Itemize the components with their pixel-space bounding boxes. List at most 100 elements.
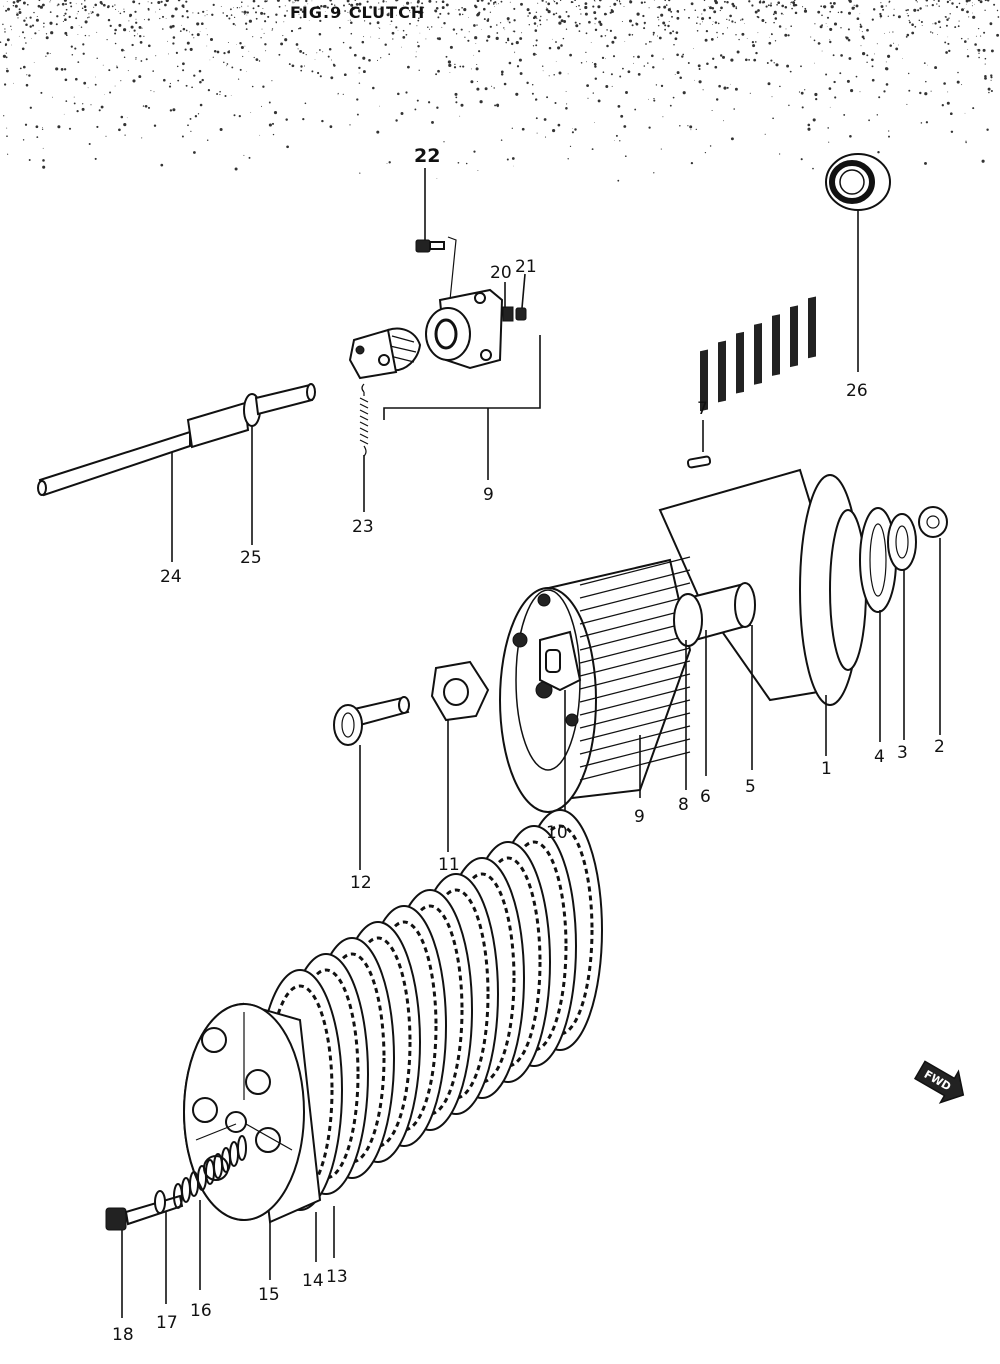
noise-speck — [348, 3, 351, 6]
callout-6: 6 — [700, 787, 711, 807]
noise-speck — [513, 19, 516, 22]
noise-speck — [902, 58, 903, 60]
noise-speck — [82, 43, 85, 46]
noise-speck — [990, 89, 993, 93]
noise-speck — [848, 57, 852, 60]
noise-speck — [710, 38, 714, 41]
spring-coil — [181, 1177, 191, 1203]
noise-speck — [883, 90, 886, 93]
noise-speck — [10, 25, 12, 27]
noise-speck — [619, 75, 622, 78]
noise-speck — [981, 159, 985, 163]
noise-speck — [350, 21, 353, 25]
noise-speck — [2, 54, 6, 58]
noise-speck — [498, 3, 500, 5]
noise-speck — [946, 18, 949, 21]
noise-speck — [526, 8, 530, 12]
noise-speck — [866, 54, 869, 57]
noise-speck — [417, 11, 421, 14]
noise-speck — [800, 158, 803, 161]
noise-speck — [729, 14, 732, 18]
noise-speck — [931, 3, 934, 7]
noise-speck — [417, 44, 420, 48]
noise-speck — [972, 107, 975, 110]
noise-speck — [968, 0, 971, 2]
noise-speck — [206, 45, 208, 47]
noise-speck — [565, 107, 568, 110]
noise-speck — [726, 0, 729, 4]
noise-speck — [96, 31, 98, 33]
noise-speck — [416, 25, 418, 27]
noise-speck — [320, 5, 323, 8]
noise-speck — [94, 83, 97, 86]
noise-speck — [244, 13, 246, 15]
noise-speck — [613, 36, 617, 40]
noise-speck — [216, 93, 219, 95]
noise-speck — [557, 123, 561, 127]
noise-speck — [192, 12, 194, 14]
noise-speck — [64, 18, 67, 22]
part-bolt — [105, 1194, 184, 1231]
noise-speck — [733, 108, 735, 110]
noise-speck — [45, 55, 47, 57]
noise-speck — [395, 119, 398, 122]
noise-speck — [709, 145, 712, 147]
noise-speck — [984, 0, 987, 2]
noise-speck — [476, 13, 479, 17]
noise-speck — [974, 43, 977, 46]
noise-speck — [553, 0, 554, 1]
scan-noise — [0, 0, 1000, 182]
noise-speck — [230, 95, 232, 96]
noise-speck — [593, 62, 597, 66]
noise-speck — [42, 3, 45, 7]
noise-speck — [98, 109, 101, 112]
noise-speck — [546, 7, 547, 8]
noise-speck — [696, 22, 698, 24]
noise-speck — [569, 53, 572, 57]
noise-speck — [610, 73, 613, 76]
noise-speck — [572, 127, 574, 129]
noise-speck — [236, 44, 237, 45]
noise-speck — [252, 7, 255, 10]
noise-speck — [908, 89, 911, 92]
noise-speck — [84, 8, 87, 12]
noise-speck — [25, 42, 27, 44]
callout-14: 14 — [302, 1271, 324, 1291]
noise-speck — [167, 53, 169, 55]
noise-speck — [736, 50, 740, 54]
noise-speck — [261, 28, 263, 30]
noise-speck — [558, 21, 562, 25]
noise-speck — [905, 9, 908, 12]
noise-speck — [43, 26, 45, 28]
noise-speck — [499, 22, 502, 24]
noise-speck — [555, 12, 558, 15]
noise-speck — [132, 79, 136, 83]
noise-speck — [521, 32, 523, 34]
noise-speck — [63, 0, 67, 2]
noise-speck — [237, 78, 240, 80]
noise-speck — [532, 45, 535, 47]
noise-speck — [185, 29, 188, 32]
noise-speck — [201, 78, 204, 82]
noise-speck — [100, 105, 104, 109]
noise-speck — [847, 38, 851, 42]
noise-speck — [324, 11, 326, 12]
hub-tooth — [579, 686, 691, 716]
noise-speck — [853, 4, 855, 6]
noise-speck — [18, 0, 22, 2]
noise-speck — [671, 15, 673, 18]
noise-speck — [311, 0, 313, 2]
noise-speck — [271, 28, 274, 30]
callout-18: 18 — [112, 1325, 134, 1345]
noise-speck — [199, 31, 201, 32]
noise-speck — [246, 14, 248, 16]
noise-speck — [496, 32, 499, 34]
fwd-arrow-icon: FWD — [913, 1060, 965, 1104]
noise-speck — [889, 31, 891, 33]
noise-speck — [605, 85, 609, 88]
noise-speck — [439, 12, 442, 15]
noise-speck — [483, 18, 486, 21]
noise-speck — [688, 16, 690, 19]
noise-speck — [23, 19, 26, 22]
noise-speck — [897, 15, 901, 19]
